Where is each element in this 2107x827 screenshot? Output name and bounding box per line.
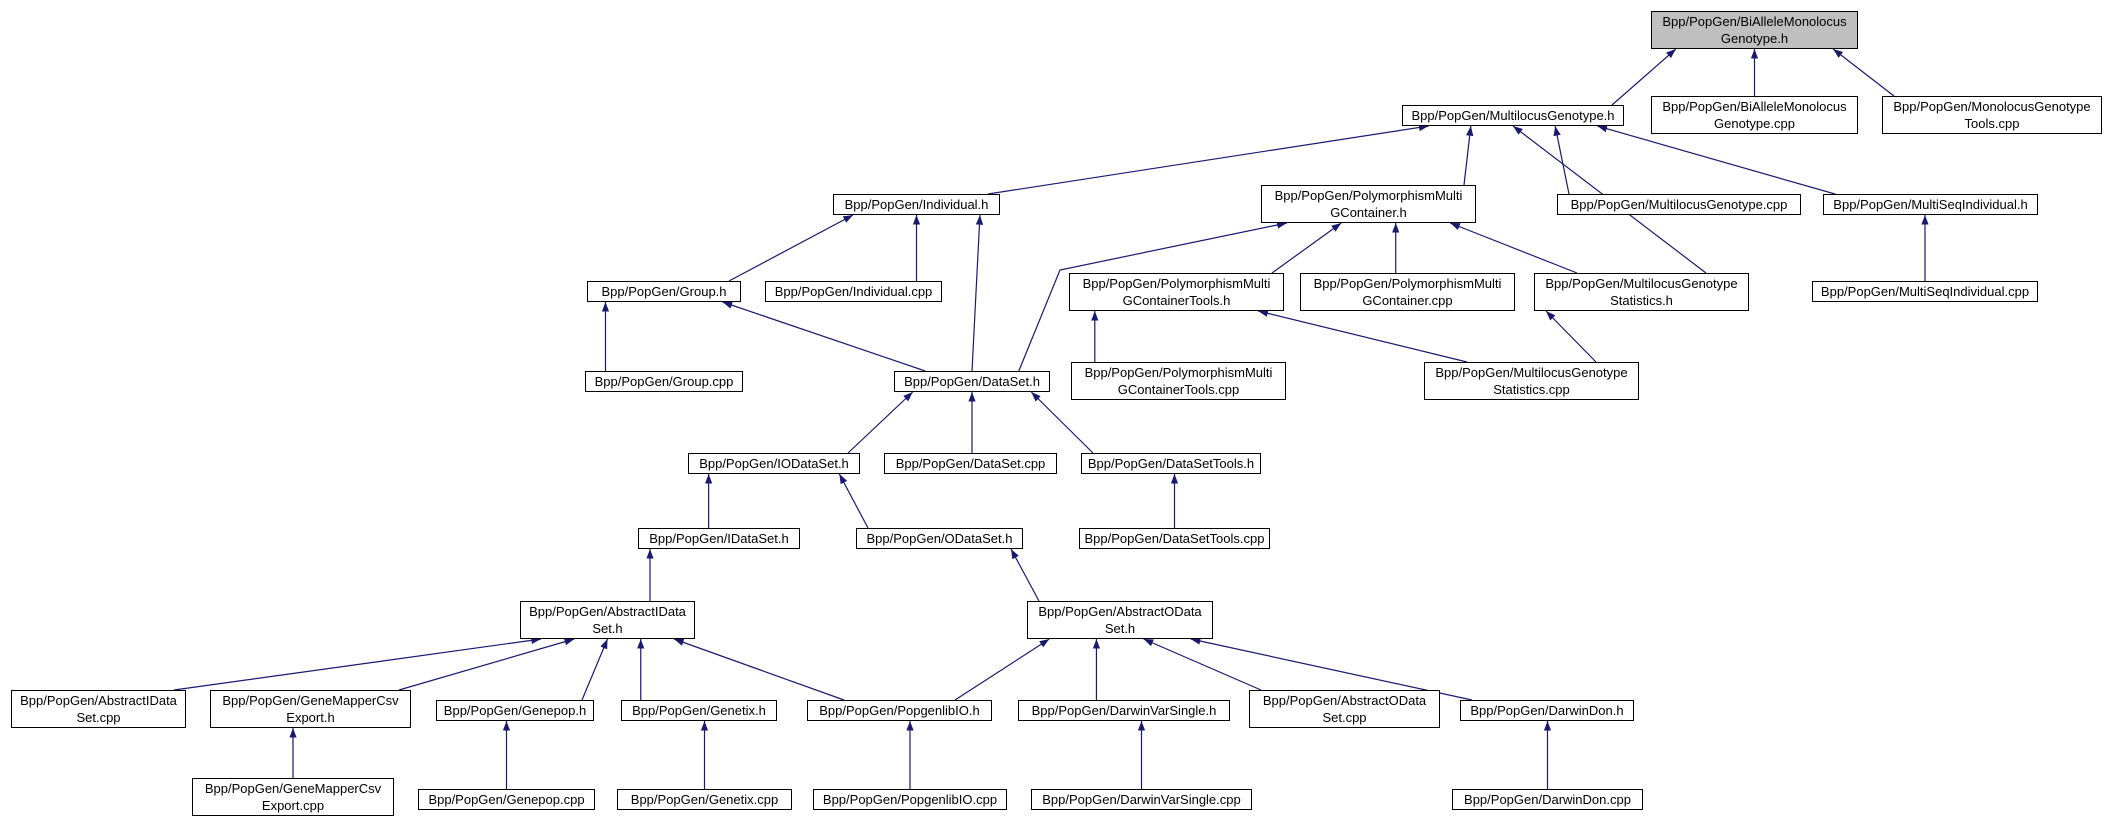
graph-node-genetix_h[interactable]: Bpp/PopGen/Genetix.h [621, 700, 777, 721]
graph-node-group_cpp[interactable]: Bpp/PopGen/Group.cpp [585, 371, 743, 392]
graph-node-group_h[interactable]: Bpp/PopGen/Group.h [587, 281, 741, 302]
edge-abstracti_cpp-to-abstracti_h [173, 636, 542, 691]
edge-multilocus_h-to-biallele_h [1611, 48, 1677, 106]
edge-genepop_h-to-abstracti_h [581, 638, 609, 701]
graph-node-popgenlib_cpp[interactable]: Bpp/PopGen/PopgenlibIO.cpp [813, 789, 1007, 810]
edge-mlgstats_h-to-polycontainer_h [1449, 222, 1578, 274]
edge-multilocus_cpp-to-multilocus_h [1553, 125, 1570, 195]
graph-node-multilocus_cpp[interactable]: Bpp/PopGen/MultilocusGenotype.cpp [1557, 194, 1801, 215]
graph-node-polycontainer_cpp[interactable]: Bpp/PopGen/PolymorphismMulti GContainer.… [1300, 273, 1515, 311]
graph-node-datasettools_cpp[interactable]: Bpp/PopGen/DataSetTools.cpp [1079, 528, 1270, 549]
graph-node-polycontainer_h[interactable]: Bpp/PopGen/PolymorphismMulti GContainer.… [1261, 185, 1476, 223]
edge-popgenlib_h-to-abstracti_h [673, 638, 845, 701]
edge-dataset_h-to-individual_h [971, 214, 984, 372]
graph-node-darwinvar_h[interactable]: Bpp/PopGen/DarwinVarSingle.h [1018, 700, 1230, 721]
edge-monotools_cpp-to-biallele_h [1832, 48, 1895, 97]
graph-node-multiseq_cpp[interactable]: Bpp/PopGen/MultiSeqIndividual.cpp [1812, 281, 2038, 302]
graph-node-dataset_cpp[interactable]: Bpp/PopGen/DataSet.cpp [884, 453, 1057, 474]
graph-node-iodataset_h[interactable]: Bpp/PopGen/IODataSet.h [688, 453, 860, 474]
graph-node-odataset_h[interactable]: Bpp/PopGen/ODataSet.h [856, 528, 1023, 549]
graph-node-polytools_h[interactable]: Bpp/PopGen/PolymorphismMulti GContainerT… [1069, 273, 1284, 311]
edge-datasettools_h-to-dataset_h [1030, 391, 1094, 454]
graph-node-individual_h[interactable]: Bpp/PopGen/Individual.h [833, 194, 1000, 215]
graph-node-genemapper_cpp[interactable]: Bpp/PopGen/GeneMapperCsv Export.cpp [192, 778, 394, 816]
graph-node-polytools_cpp[interactable]: Bpp/PopGen/PolymorphismMulti GContainerT… [1071, 362, 1286, 400]
graph-node-individual_cpp[interactable]: Bpp/PopGen/Individual.cpp [765, 281, 942, 302]
graph-node-datasettools_h[interactable]: Bpp/PopGen/DataSetTools.h [1081, 453, 1261, 474]
graph-node-multiseq_h[interactable]: Bpp/PopGen/MultiSeqIndividual.h [1823, 194, 2038, 215]
graph-node-genemapper_h[interactable]: Bpp/PopGen/GeneMapperCsv Export.h [210, 690, 411, 728]
graph-node-popgenlib_h[interactable]: Bpp/PopGen/PopgenlibIO.h [807, 700, 992, 721]
edge-group_h-to-individual_h [728, 214, 854, 282]
graph-node-darwindon_cpp[interactable]: Bpp/PopGen/DarwinDon.cpp [1452, 789, 1643, 810]
graph-node-genetix_cpp[interactable]: Bpp/PopGen/Genetix.cpp [617, 789, 792, 810]
edge-abstracto_h-to-odataset_h [1010, 548, 1040, 602]
graph-node-idataset_h[interactable]: Bpp/PopGen/IDataSet.h [638, 528, 800, 549]
graph-node-biallele_h[interactable]: Bpp/PopGen/BiAlleleMonolocus Genotype.h [1651, 11, 1858, 49]
graph-node-monotools_cpp[interactable]: Bpp/PopGen/MonolocusGenotype Tools.cpp [1882, 96, 2102, 134]
graph-node-biallele_cpp[interactable]: Bpp/PopGen/BiAlleleMonolocus Genotype.cp… [1651, 96, 1858, 134]
graph-node-mlgstats_cpp[interactable]: Bpp/PopGen/MultilocusGenotype Statistics… [1424, 362, 1639, 400]
edge-mlgstats_cpp-to-polytools_h [1258, 309, 1468, 363]
edge-individual_h-to-multilocus_h [987, 123, 1429, 195]
edge-popgenlib_h-to-abstracto_h [954, 638, 1050, 701]
edge-mlgstats_cpp-to-mlgstats_h [1545, 310, 1597, 363]
graph-node-abstracto_cpp[interactable]: Bpp/PopGen/AbstractOData Set.cpp [1249, 690, 1440, 728]
graph-node-darwinvar_cpp[interactable]: Bpp/PopGen/DarwinVarSingle.cpp [1031, 789, 1252, 810]
graph-node-dataset_h[interactable]: Bpp/PopGen/DataSet.h [894, 371, 1050, 392]
graph-node-genepop_h[interactable]: Bpp/PopGen/Genepop.h [436, 700, 594, 721]
edge-odataset_h-to-iodataset_h [838, 473, 869, 529]
edge-polycontainer_h-to-multilocus_h [1463, 125, 1474, 186]
edge-iodataset_h-to-dataset_h [847, 391, 914, 454]
edge-polytools_h-to-polycontainer_h [1271, 222, 1342, 274]
graph-node-mlgstats_h[interactable]: Bpp/PopGen/MultilocusGenotype Statistics… [1534, 273, 1749, 311]
edge-abstracto_cpp-to-abstracto_h [1143, 638, 1262, 691]
graph-node-abstracto_h[interactable]: Bpp/PopGen/AbstractOData Set.h [1027, 601, 1213, 639]
graph-node-abstracti_cpp[interactable]: Bpp/PopGen/AbstractIData Set.cpp [11, 690, 186, 728]
edge-group [173, 48, 1929, 789]
edge-dataset_h-to-group_h [722, 301, 926, 372]
edge-multiseq_h-to-multilocus_h [1597, 125, 1836, 195]
graph-node-multilocus_h[interactable]: Bpp/PopGen/MultilocusGenotype.h [1402, 105, 1624, 126]
edge-genemapper_h-to-abstracti_h [398, 638, 575, 691]
graph-node-darwindon_h[interactable]: Bpp/PopGen/DarwinDon.h [1460, 700, 1634, 721]
graph-node-genepop_cpp[interactable]: Bpp/PopGen/Genepop.cpp [418, 789, 595, 810]
graph-node-abstracti_h[interactable]: Bpp/PopGen/AbstractIData Set.h [520, 601, 695, 639]
edge-darwindon_h-to-abstracto_h [1190, 637, 1473, 701]
edge-dataset_h-to-polycontainer_h [1018, 221, 1287, 372]
